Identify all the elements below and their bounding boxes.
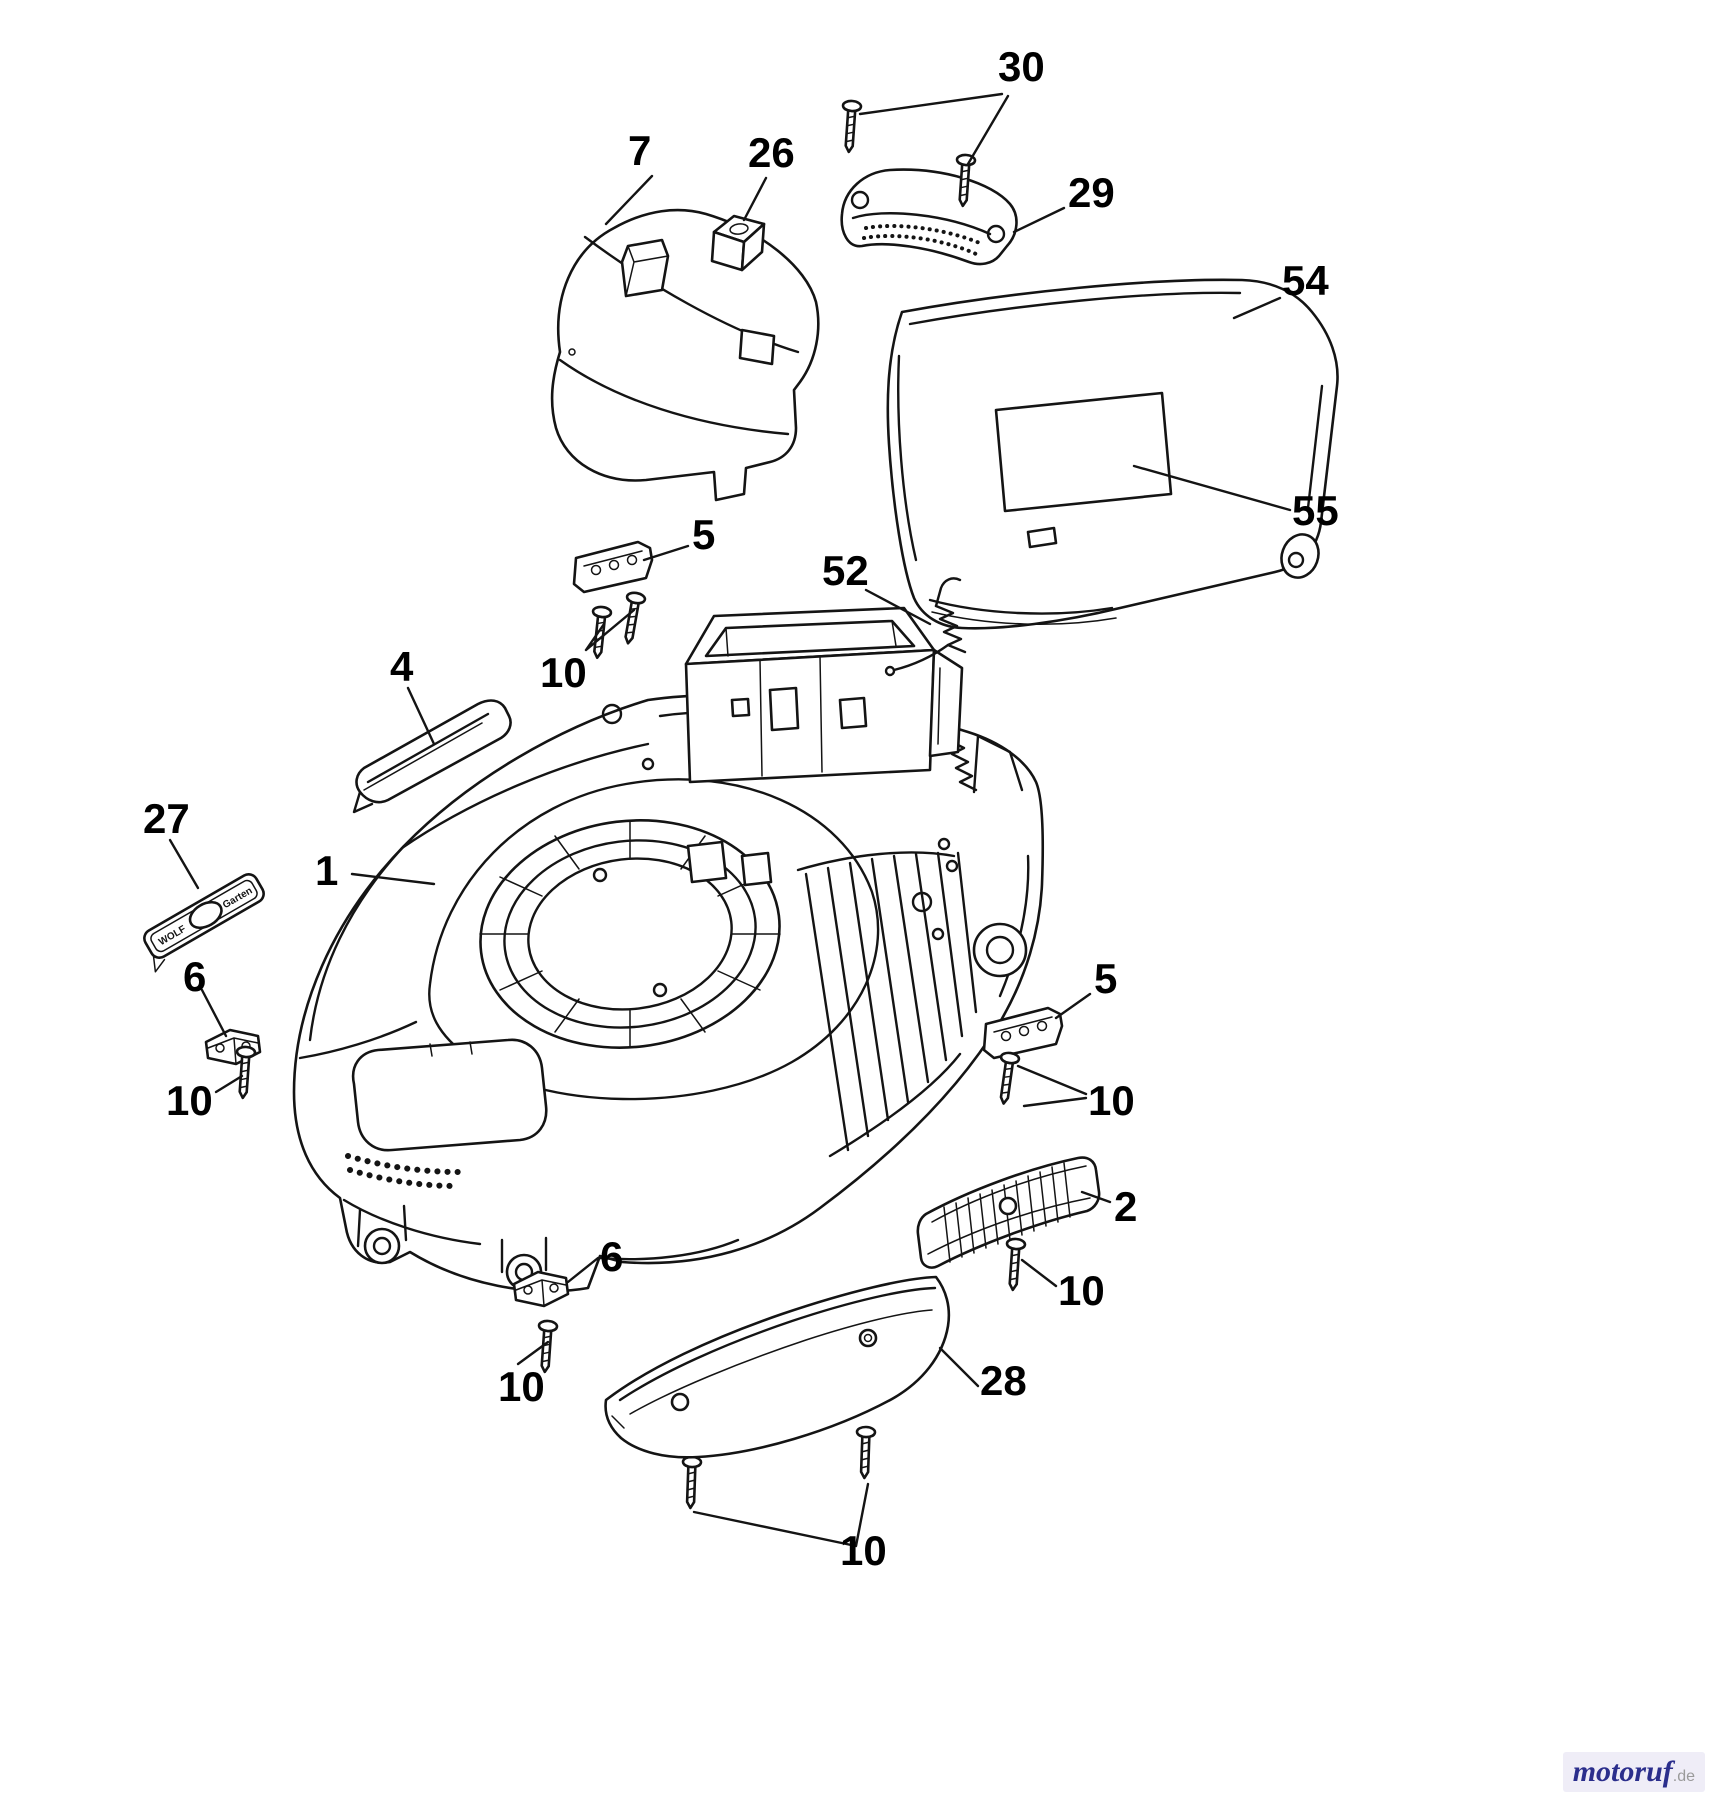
part-28-rear-skirt — [604, 1275, 951, 1459]
part-52-spring — [884, 577, 967, 677]
part-6-clip-bottom — [512, 1270, 570, 1308]
part-label-26-2: 26 — [748, 129, 795, 176]
part-label-10-15: 10 — [1088, 1077, 1135, 1124]
part-29-grip — [840, 168, 1018, 266]
part-label-55-5: 55 — [1292, 487, 1339, 534]
part-label-10-13: 10 — [166, 1077, 213, 1124]
part-label-2-16: 2 — [1114, 1183, 1138, 1230]
part-label-5-6: 5 — [692, 511, 716, 558]
part-5-clip-top — [572, 540, 654, 594]
logo-tld: .de — [1672, 1768, 1695, 1785]
part-26-plug — [710, 214, 766, 272]
part-label-6-12: 6 — [183, 953, 207, 1000]
part-54-rear-flap — [886, 278, 1339, 630]
part-label-29-3: 29 — [1068, 169, 1115, 216]
leader-lines — [168, 92, 1292, 1548]
part-5-clip-right — [982, 1006, 1064, 1060]
part-label-4-9: 4 — [390, 643, 414, 690]
part-27-badge: WOLF Garten — [143, 873, 265, 973]
part-label-7-1: 7 — [628, 127, 652, 174]
part-label-10-17: 10 — [1058, 1267, 1105, 1314]
part-label-52-7: 52 — [822, 547, 869, 594]
part-2-plate — [916, 1156, 1101, 1269]
site-watermark: motoruf.de — [1562, 1752, 1705, 1792]
part-label-27-10: 27 — [143, 795, 190, 842]
part-55-label-plate — [994, 391, 1173, 513]
part-4-trim-strip — [352, 699, 512, 814]
logo-text: motoruf — [1572, 1755, 1673, 1788]
part-label-1-11: 1 — [315, 847, 339, 894]
part-label-10-21: 10 — [840, 1527, 887, 1574]
part-label-5-14: 5 — [1094, 955, 1118, 1002]
part-label-6-18: 6 — [600, 1233, 624, 1280]
part-label-10-8: 10 — [540, 649, 587, 696]
part-label-30-0: 30 — [998, 43, 1045, 90]
part-7-motor-cover — [550, 208, 820, 502]
part-label-28-20: 28 — [980, 1357, 1027, 1404]
part-label-10-19: 10 — [498, 1363, 545, 1410]
part-label-54-4: 54 — [1282, 257, 1329, 304]
part-1-deck-housing — [292, 693, 1045, 1293]
deck-rear-box — [684, 606, 964, 784]
